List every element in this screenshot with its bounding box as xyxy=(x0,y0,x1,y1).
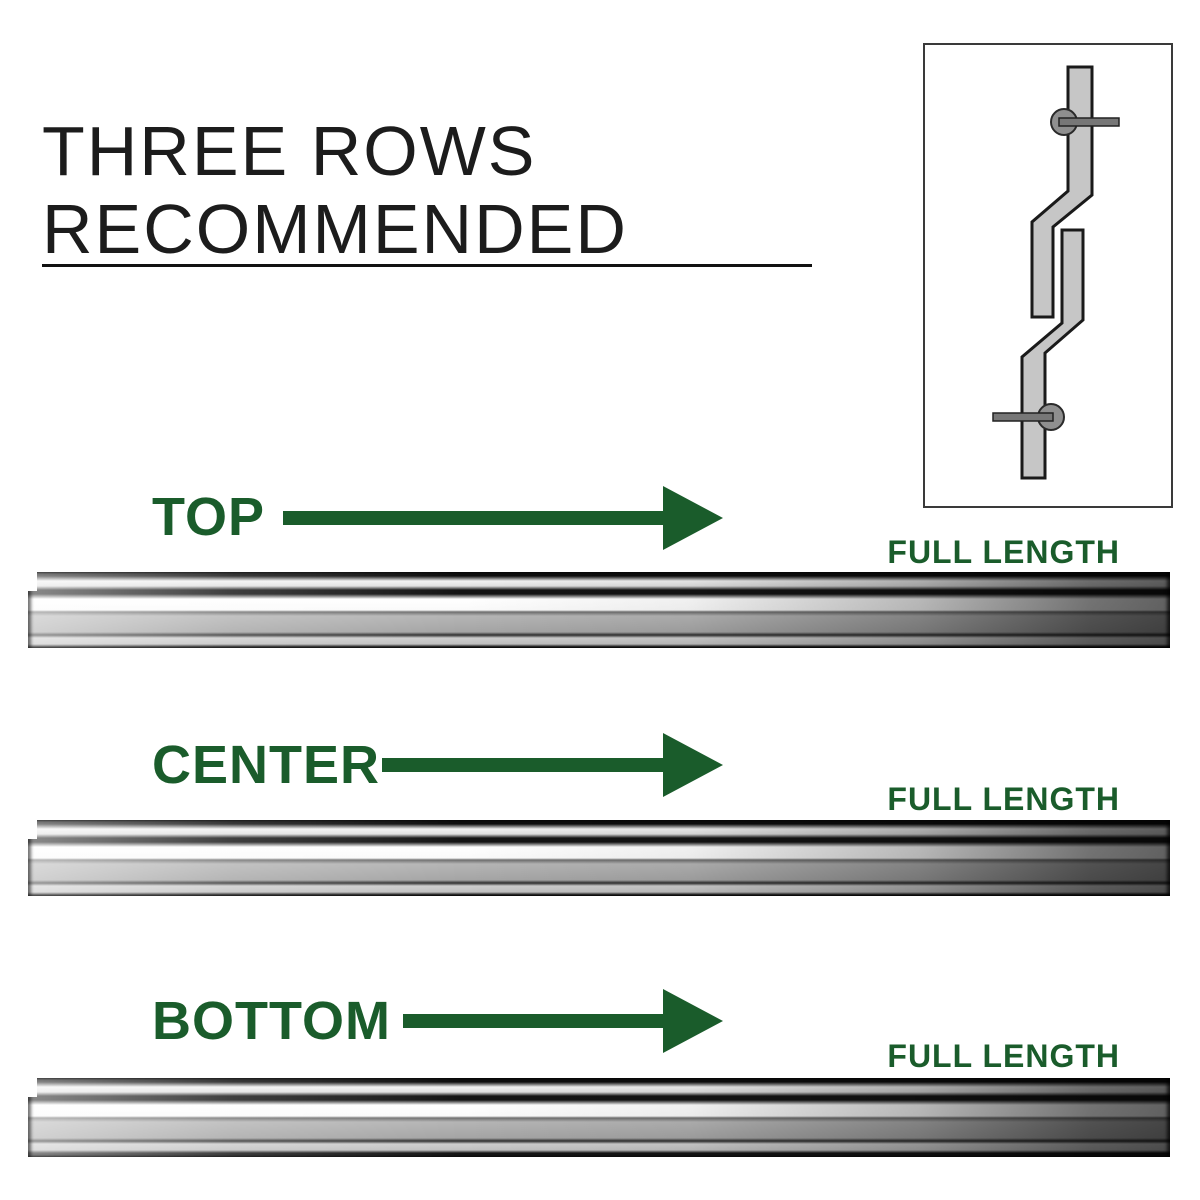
page-title-line1: THREE ROWS xyxy=(42,112,537,190)
page-title: THREE ROWS RECOMMENDED xyxy=(42,112,628,268)
page-title-line2: RECOMMENDED xyxy=(42,190,628,268)
rail-bottom xyxy=(28,1078,1170,1157)
full-length-label-center: FULL LENGTH xyxy=(887,781,1120,817)
bottom-screw-shaft-icon xyxy=(992,412,1054,422)
rail-top xyxy=(28,572,1170,648)
full-length-label-bottom: FULL LENGTH xyxy=(887,1038,1120,1074)
top-screw-shaft-icon xyxy=(1058,117,1120,127)
row-label-center: CENTER xyxy=(152,735,381,795)
z-clip-inset-box xyxy=(923,43,1173,508)
full-length-label-top: FULL LENGTH xyxy=(887,534,1120,570)
z-clip-top-bar xyxy=(1030,65,1094,319)
z-clip-cross-section-diagram xyxy=(992,65,1120,480)
arrow-right-icon xyxy=(403,989,723,1053)
row-label-bottom: BOTTOM xyxy=(152,991,391,1051)
arrow-right-icon xyxy=(382,733,723,797)
row-label-top: TOP xyxy=(152,487,266,547)
arrow-right-icon xyxy=(283,486,723,550)
title-underline xyxy=(42,264,812,267)
rail-center xyxy=(28,820,1170,896)
